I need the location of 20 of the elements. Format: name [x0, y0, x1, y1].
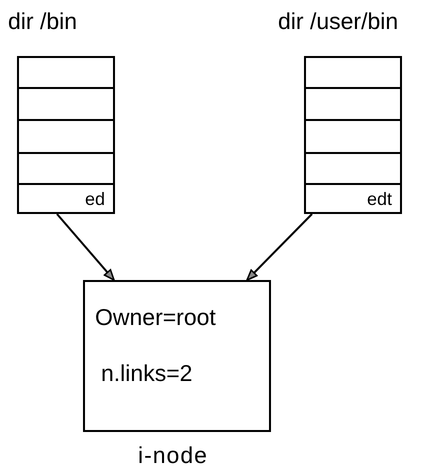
empty-directory-entry	[17, 56, 115, 89]
directory-title: dir /bin	[8, 8, 78, 35]
empty-directory-entry	[304, 119, 402, 154]
directory-entry	[304, 183, 402, 214]
empty-directory-entry	[304, 87, 402, 121]
inode-field: n.links=2	[101, 360, 192, 387]
empty-directory-entry	[304, 152, 402, 185]
empty-directory-entry	[17, 119, 115, 154]
inode-caption: i-node	[138, 442, 208, 469]
directory-title: dir /user/bin	[278, 8, 398, 35]
inode-field: Owner=root	[95, 304, 216, 331]
arrow	[246, 213, 313, 281]
entry-name: edt	[366, 189, 392, 210]
empty-directory-entry	[304, 56, 402, 89]
empty-directory-entry	[17, 87, 115, 121]
inode-box	[83, 280, 271, 432]
entry-name: ed	[84, 189, 105, 210]
arrow	[56, 213, 115, 281]
empty-directory-entry	[17, 152, 115, 185]
directory-entry	[17, 183, 115, 214]
